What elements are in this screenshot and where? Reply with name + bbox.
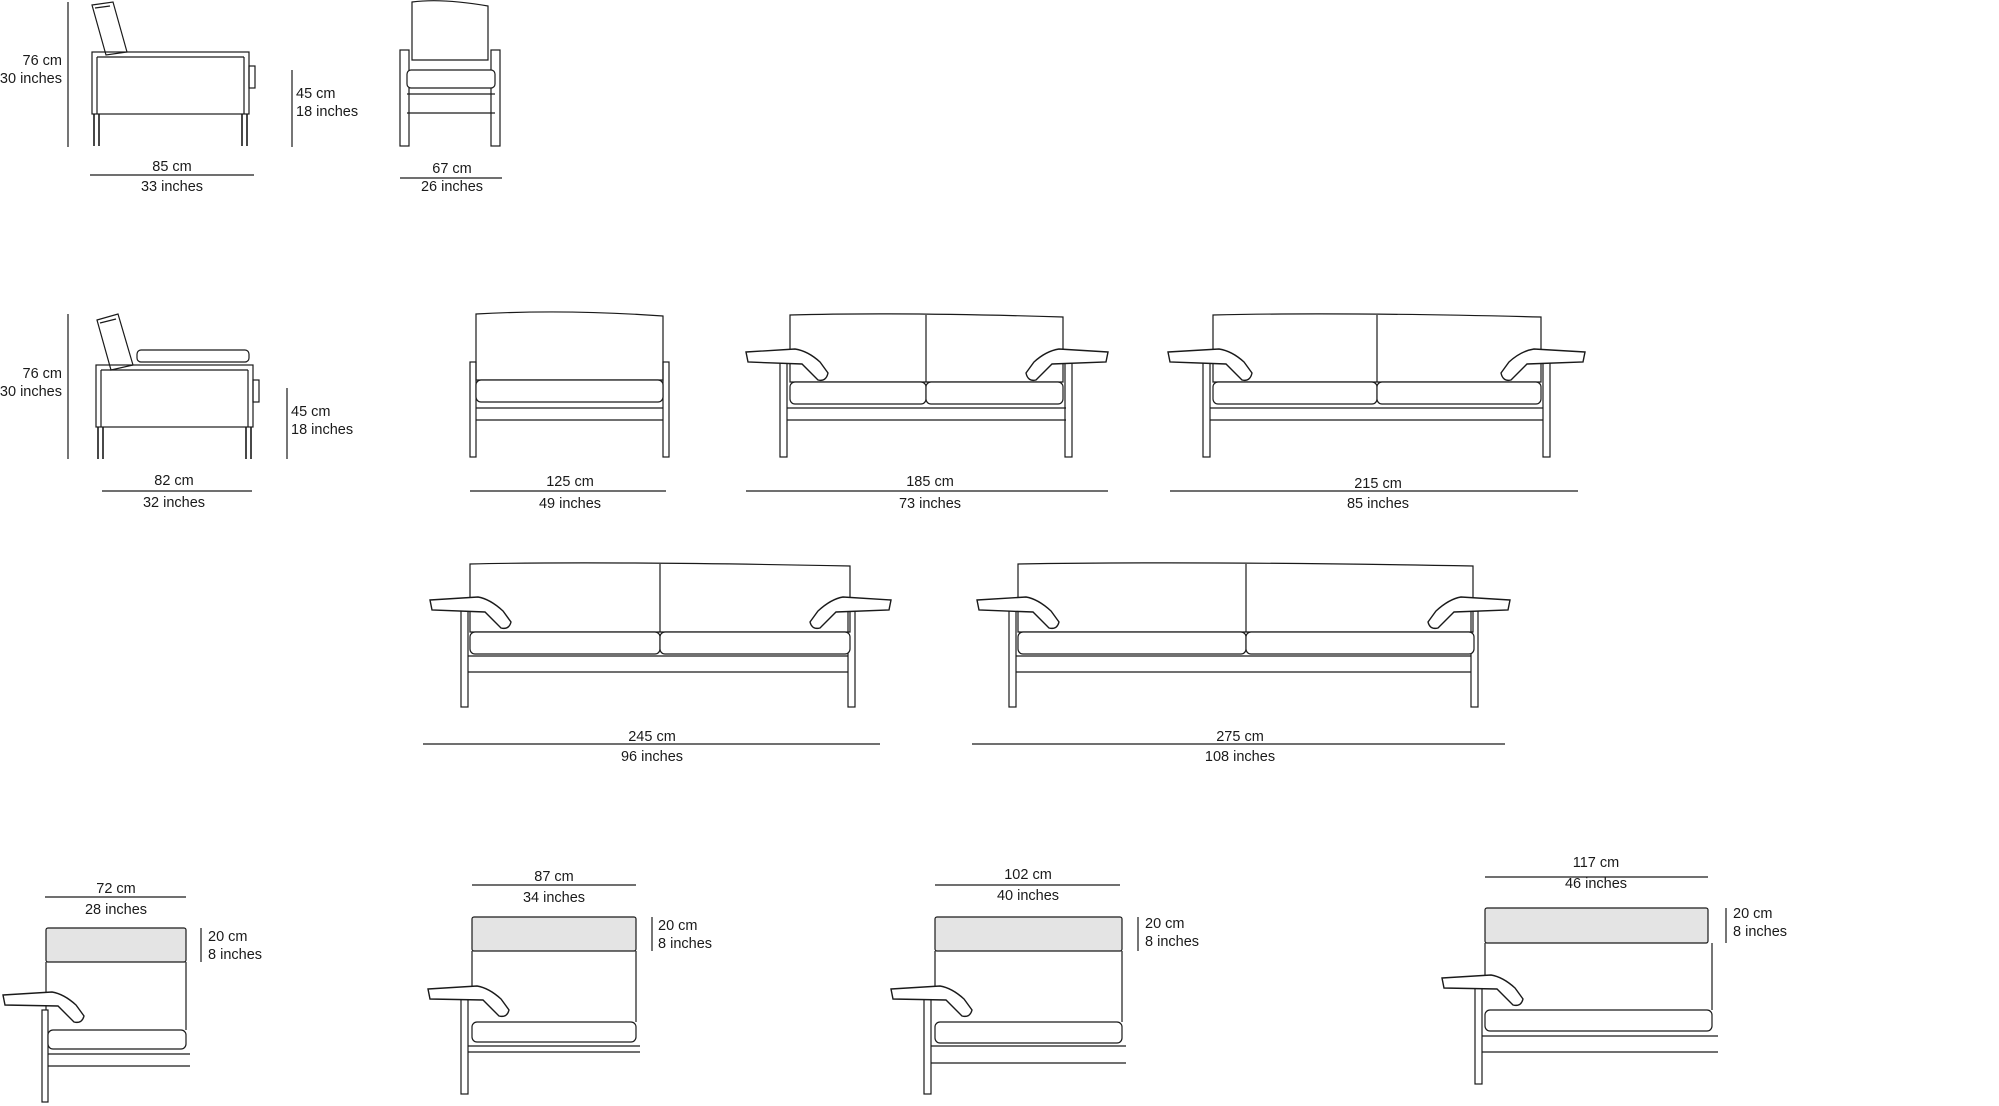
armchair-seat-in-label: 18 inches (296, 104, 359, 120)
sofa-185-width-cm-label: 185 cm (906, 474, 954, 490)
armchair-width-cm-label: 67 cm (432, 161, 472, 177)
headrest-72-height-cm-label: 20 cm (208, 929, 248, 945)
sofa-depth-in-label: 32 inches (142, 495, 206, 511)
sofa-side-view (67, 313, 288, 492)
sofa-height-in-label: 30 inches (0, 384, 62, 400)
armchair-seat-cm-label: 45 cm (296, 86, 336, 102)
headrest-117-height-cm-label: 20 cm (1733, 906, 1773, 922)
armchair-height-cm-label: 76 cm (22, 53, 63, 69)
headrest-87-width-cm-label: 87 cm (534, 869, 574, 885)
armchair-side-view (67, 1, 293, 176)
headrest-102-width-in-label: 40 inches (996, 888, 1060, 904)
sofa-215-width-in-label: 85 inches (1346, 496, 1410, 512)
sofa-depth-cm-label: 82 cm (154, 473, 194, 489)
headrest-72-width-in-label: 28 inches (84, 902, 148, 918)
headrest-72-width-cm-label: 72 cm (96, 881, 136, 897)
headrest-102-height-cm-label: 20 cm (1145, 916, 1185, 932)
armchair-width-in-label: 26 inches (420, 179, 484, 195)
sofa-275-width-cm-label: 275 cm (1216, 729, 1264, 745)
sofa-seat-in-label: 18 inches (291, 422, 354, 438)
headrest-117-height-in-label: 8 inches (1733, 924, 1788, 940)
sofa-215-width-cm-label: 215 cm (1354, 476, 1402, 492)
armchair-height-in-label: 30 inches (0, 71, 62, 87)
headrest-117-width-in-label: 46 inches (1564, 876, 1628, 892)
sofa-245-width-cm-label: 245 cm (628, 729, 676, 745)
armchair-depth-cm-label: 85 cm (152, 159, 192, 175)
headrest-72-height-in-label: 8 inches (208, 947, 263, 963)
headrest-87-height-cm-label: 20 cm (658, 918, 698, 934)
sofa-125-front-view (469, 311, 670, 492)
headrest-87-width-in-label: 34 inches (522, 890, 586, 906)
headrest-117-width-cm-label: 117 cm (1572, 855, 1620, 871)
sofa-185-front-view (745, 313, 1109, 492)
sofa-125-width-in-label: 49 inches (538, 496, 602, 512)
sofa-height-cm-label: 76 cm (22, 366, 63, 382)
sofa-seat-cm-label: 45 cm (291, 404, 331, 420)
sofa-245-front-view (423, 562, 892, 745)
headrest-117-view (1441, 876, 1727, 1085)
sofa-125-width-cm-label: 125 cm (546, 474, 594, 490)
headrest-72-view (2, 896, 202, 1103)
sofa-275-front-view (972, 562, 1511, 745)
armchair-front-view (399, 0, 502, 179)
headrest-102-height-in-label: 8 inches (1145, 934, 1200, 950)
sofa-245-width-in-label: 96 inches (620, 749, 684, 765)
sofa-275-width-in-label: 108 inches (1204, 749, 1276, 765)
sofa-215-front-view (1167, 313, 1586, 492)
headrest-102-width-cm-label: 102 cm (1004, 867, 1052, 883)
headrest-87-height-in-label: 8 inches (658, 936, 713, 952)
headrest-102-view (890, 884, 1139, 1095)
armchair-depth-in-label: 33 inches (140, 179, 204, 195)
sofa-185-width-in-label: 73 inches (898, 496, 962, 512)
headrest-87-view (427, 884, 653, 1095)
